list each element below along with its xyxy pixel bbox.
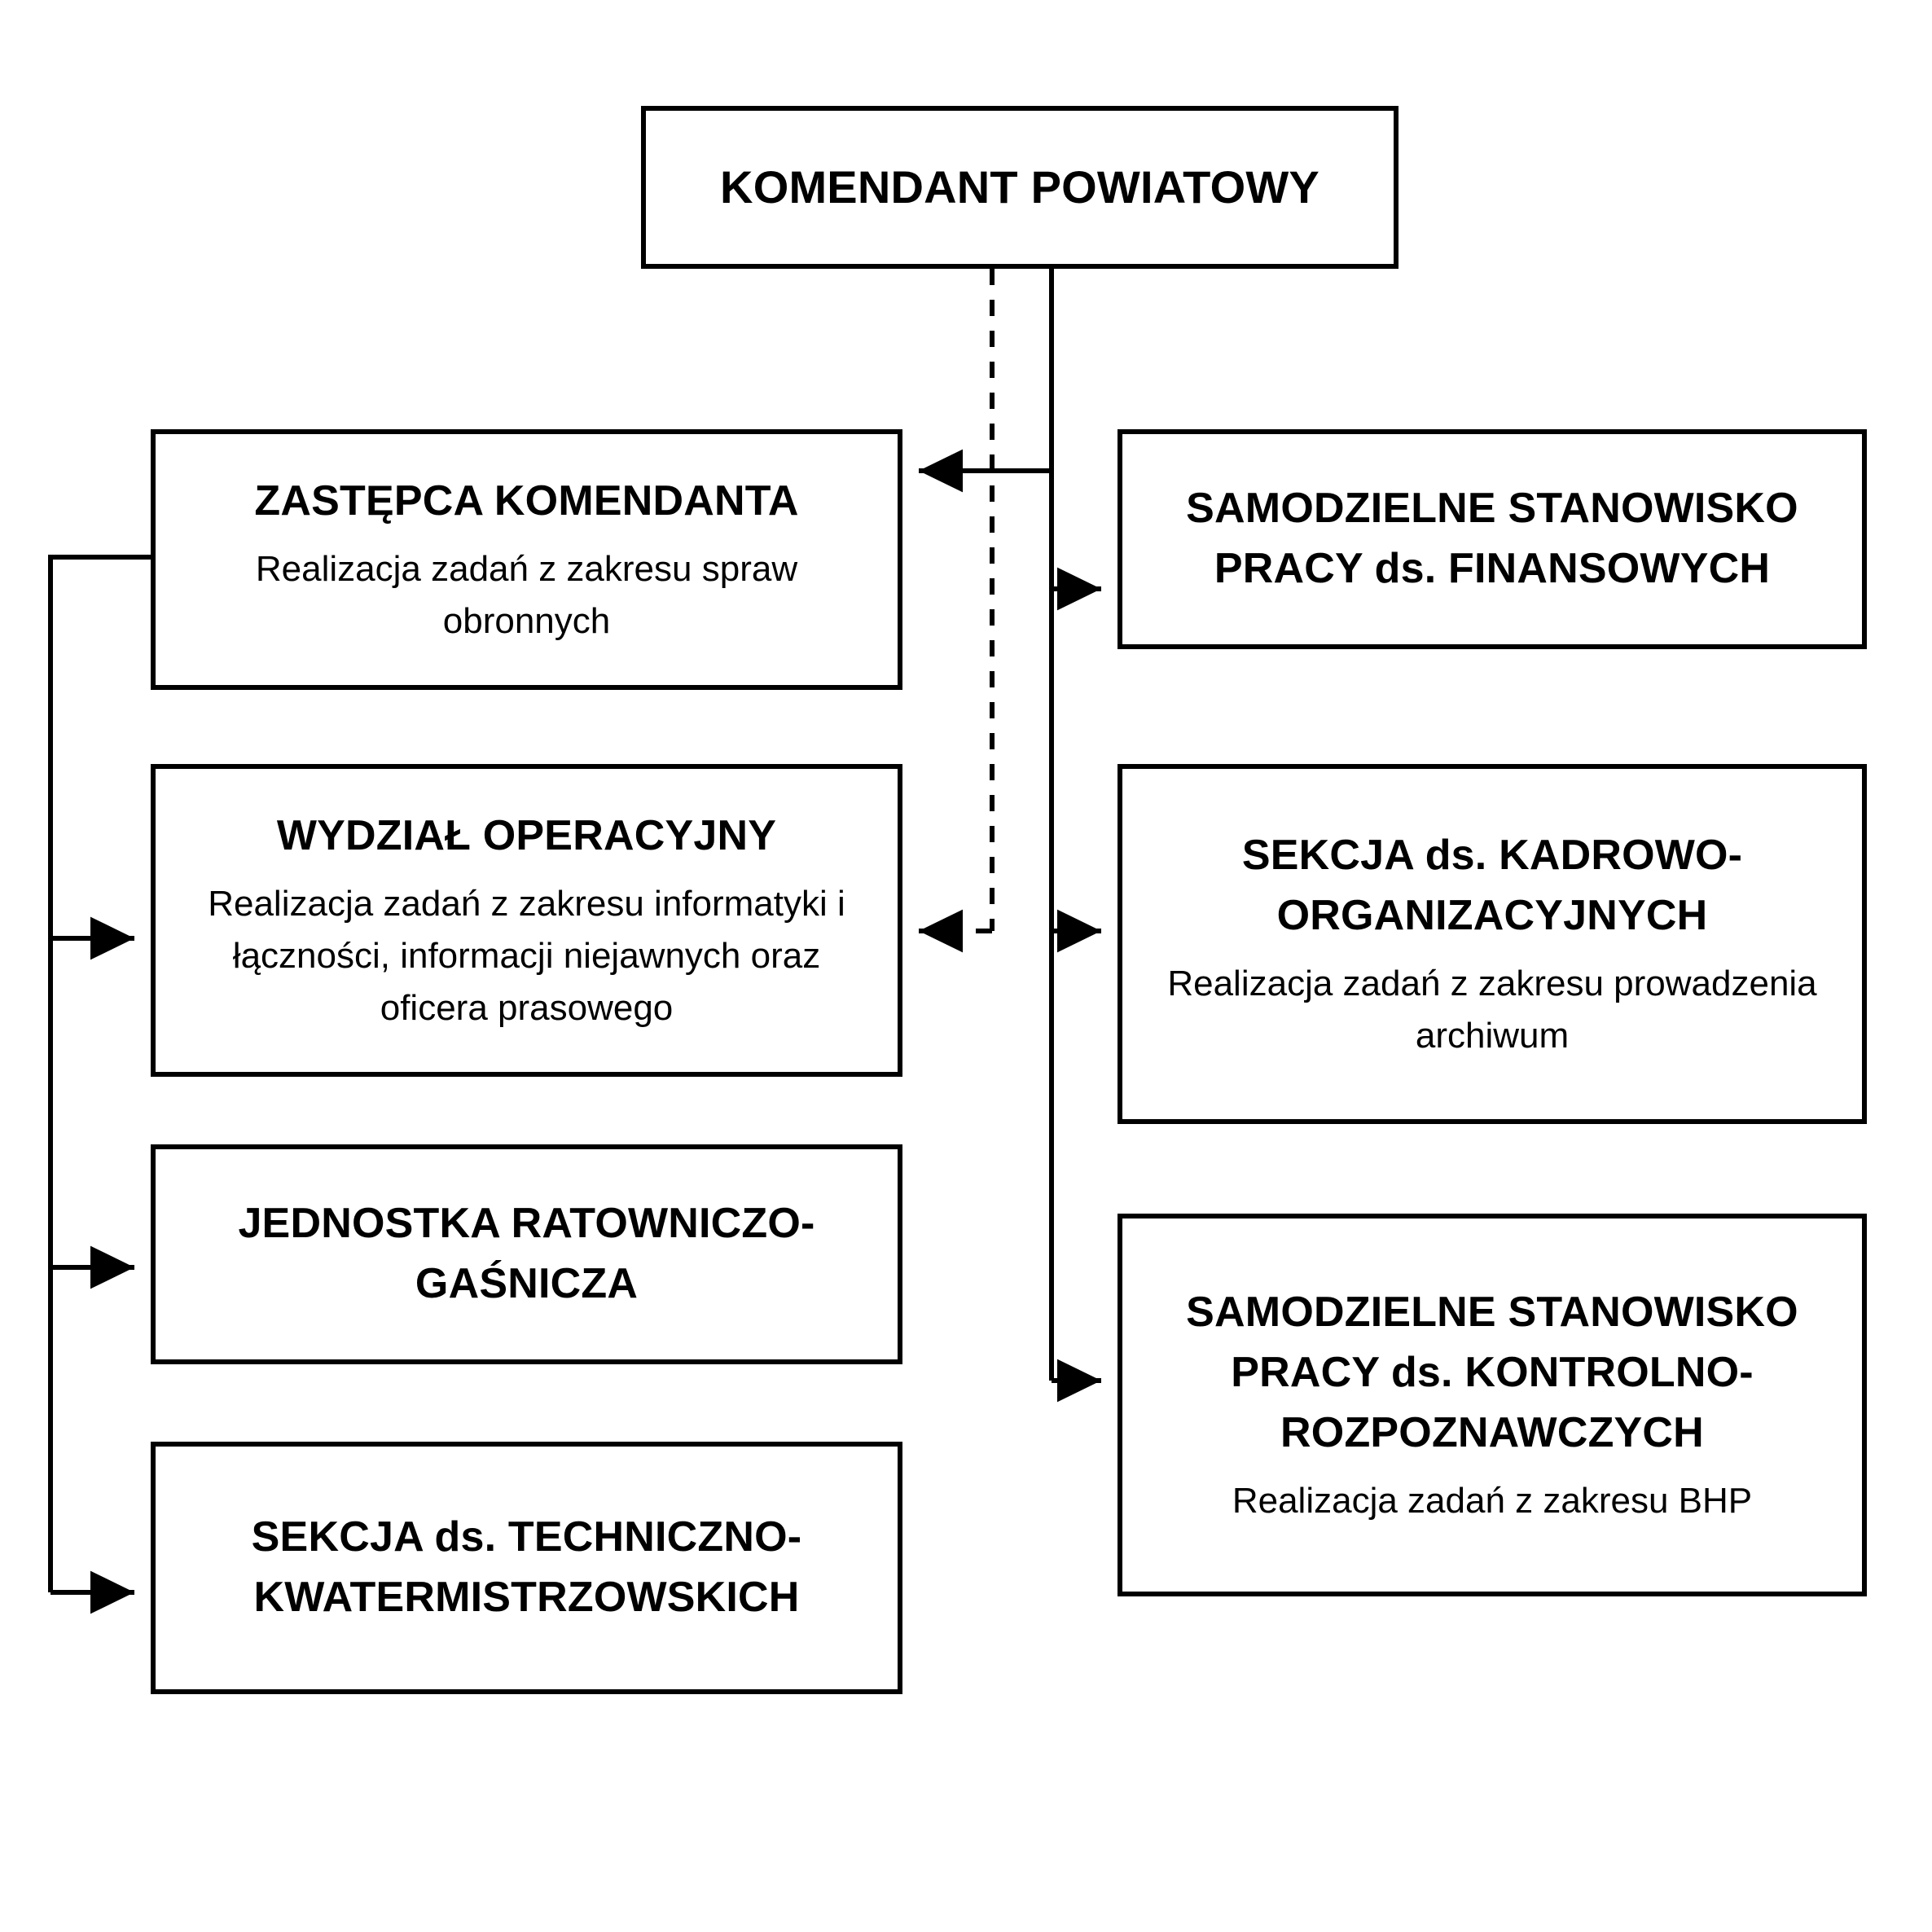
node-title: SAMODZIELNE STANOWISKO PRACY ds. KONTROL…: [1186, 1289, 1798, 1456]
node-stanowisko-finansowe[interactable]: SAMODZIELNE STANOWISKO PRACY ds. FINANSO…: [1117, 429, 1867, 649]
node-stanowisko-kontrolno-rozpoznawcze[interactable]: SAMODZIELNE STANOWISKO PRACY ds. KONTROL…: [1117, 1214, 1867, 1596]
node-title: KOMENDANT POWIATOWY: [720, 161, 1319, 213]
node-wydzial-operacyjny[interactable]: WYDZIAŁ OPERACYJNY Realizacja zadań z za…: [151, 764, 902, 1077]
node-title: SEKCJA ds. KADROWO-ORGANIZACYJNYCH: [1241, 831, 1743, 939]
node-jednostka-ratowniczo-gasnicza[interactable]: JEDNOSTKA RATOWNICZO-GAŚNICZA: [151, 1144, 902, 1364]
node-title: JEDNOSTKA RATOWNICZO-GAŚNICZA: [238, 1200, 815, 1307]
node-title: SAMODZIELNE STANOWISKO PRACY ds. FINANSO…: [1186, 485, 1798, 592]
connector-left-bus: [48, 555, 151, 1592]
node-sekcja-techniczno-kwatermistrzowska[interactable]: SEKCJA ds. TECHNICZNO-KWATERMISTRZOWSKIC…: [151, 1442, 902, 1694]
node-title: WYDZIAŁ OPERACYJNY: [276, 811, 777, 859]
node-subtitle: Realizacja zadań z zakresu BHP: [1232, 1480, 1753, 1521]
node-zastepca-komendanta[interactable]: ZASTĘPCA KOMENDANTA Realizacja zadań z z…: [151, 429, 902, 690]
node-subtitle: Realizacja zadań z zakresu prowadzenia a…: [1167, 963, 1817, 1056]
node-sekcja-kadrowo-organizacyjna[interactable]: SEKCJA ds. KADROWO-ORGANIZACYJNYCH Reali…: [1117, 764, 1867, 1124]
node-subtitle: Realizacja zadań z zakresu informatyki i…: [208, 883, 845, 1029]
node-title: ZASTĘPCA KOMENDANTA: [254, 476, 799, 525]
node-title: SEKCJA ds. TECHNICZNO-KWATERMISTRZOWSKIC…: [251, 1513, 802, 1621]
node-subtitle: Realizacja zadań z zakresu spraw obronny…: [255, 548, 798, 641]
node-komendant-powiatowy[interactable]: KOMENDANT POWIATOWY: [641, 106, 1399, 269]
